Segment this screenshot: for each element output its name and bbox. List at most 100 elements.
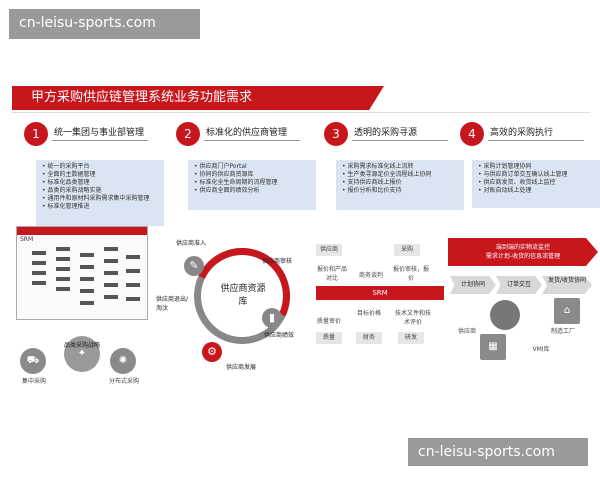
- bullet-list: 采购需求标准化线上流转 生产类寻源定价全流程线上协同 支持供应商线上报价 报价分…: [336, 160, 464, 210]
- develop-icon: ⚙: [202, 342, 222, 362]
- bullet-item: 生产类寻源定价全流程线上协同: [342, 171, 458, 179]
- srm-tree: [32, 247, 142, 313]
- supplier-box: 供应商: [316, 244, 342, 256]
- section-rule: [52, 140, 148, 141]
- flow-arrow: 端到端的实物流监控 需求计划-收货的信息流管理: [448, 238, 598, 266]
- tree-node: [126, 297, 140, 301]
- section-number: 3: [324, 122, 348, 146]
- section-title: 透明的采购寻源: [354, 128, 418, 138]
- bullet-item: 供应商发货、收货线上监控: [478, 179, 594, 187]
- tree-node: [80, 301, 94, 305]
- tree-node: [32, 251, 46, 255]
- globe-icon: [490, 300, 520, 330]
- bullet-item: 标准化全生命周期的流程管理: [194, 179, 310, 187]
- cycle-exit-label: 供应商退出/淘汰: [156, 296, 189, 312]
- network-icon: ✺: [110, 348, 136, 374]
- section-number: 4: [460, 122, 484, 146]
- tree-node: [126, 269, 140, 273]
- building-icon: ▦: [480, 334, 506, 360]
- quality-price-label: 质量审价: [316, 318, 341, 325]
- step-delivery: 发货/收货协同: [542, 276, 592, 294]
- quote-review-label: 报价审核，报价: [392, 266, 429, 282]
- bullet-item: 供应商全面的绩效分析: [194, 187, 310, 195]
- bullet-list: 采购计划管理协同 与供应商订单交互确认线上管理 供应商发货、收货线上监控 对账自…: [472, 160, 600, 208]
- srm-label: SRM: [20, 236, 34, 243]
- bullet-item: 标准化管理推进: [42, 203, 158, 211]
- tree-node: [80, 277, 94, 281]
- step-order: 订单交互: [496, 276, 542, 294]
- bullet-item: 全面的主数据管理: [42, 171, 158, 179]
- performance-icon: ▮: [262, 308, 282, 328]
- watermark-bottom: cn-leisu-sports.com: [408, 438, 588, 466]
- section-rule: [204, 140, 300, 141]
- strategy-label: 品类采购战略: [63, 342, 100, 349]
- section-title: 标准化的供应商管理: [206, 128, 288, 138]
- entry-icon: ✎: [184, 256, 204, 276]
- page-title-banner: 甲方采购供应链管理系统业务功能需求: [12, 86, 384, 110]
- tree-node: [80, 289, 94, 293]
- cycle-develop-label: 供应商发展: [226, 364, 257, 371]
- tree-node: [104, 259, 118, 263]
- tree-node: [104, 247, 118, 251]
- factory-icon: ⌂: [554, 298, 580, 324]
- section-title: 高效的采购执行: [490, 128, 554, 138]
- tree-node: [56, 267, 70, 271]
- bullet-item: 采购计划管理协同: [478, 163, 594, 171]
- bullet-item: 供应商门户Portal: [194, 163, 310, 171]
- step-plan: 计划协同: [450, 276, 496, 294]
- tree-node: [80, 253, 94, 257]
- bullet-list: 统一的采购平台 全面的主数据管理 标准化品类管理 品类的采购战略实施 通用件和原…: [36, 160, 164, 226]
- tree-node: [32, 271, 46, 275]
- section-number: 2: [176, 122, 200, 146]
- tree-node: [56, 287, 70, 291]
- bullet-item: 报价分析和比价支持: [342, 187, 458, 195]
- bullet-item: 通用件和原材料采购需求集中采购管理: [42, 195, 158, 203]
- section-number: 1: [24, 122, 48, 146]
- bidding-label: 报价和产品对比: [316, 266, 347, 282]
- factory-label: 制造工厂: [550, 328, 575, 335]
- tree-node: [104, 283, 118, 287]
- section-rule: [488, 140, 584, 141]
- tree-node: [56, 247, 70, 251]
- page-title: 甲方采购供应链管理系统业务功能需求: [31, 90, 253, 105]
- bullet-item: 品类的采购战略实施: [42, 187, 158, 195]
- cycle-entry-label: 供应商准入: [176, 240, 207, 247]
- section-title: 统一集团与事业部管理: [54, 128, 145, 138]
- strategy-icon: ✦: [64, 336, 100, 372]
- cart-icon: ⛟: [20, 348, 46, 374]
- tree-node: [126, 283, 140, 287]
- cycle-perf-label: 供应商绩效: [264, 332, 295, 339]
- watermark-top: cn-leisu-sports.com: [9, 9, 200, 39]
- title-divider: [12, 112, 590, 113]
- bullet-item: 标准化品类管理: [42, 179, 158, 187]
- rd-box: 研发: [398, 332, 424, 344]
- bullet-item: 对账自动线上处理: [478, 187, 594, 195]
- tree-node: [104, 295, 118, 299]
- tree-node: [80, 265, 94, 269]
- srm-screenshot: SRM: [16, 226, 148, 320]
- cycle-review-label: 供应商审核: [262, 258, 293, 265]
- bullet-item: 采购需求标准化线上流转: [342, 163, 458, 171]
- purchase-box: 采购: [394, 244, 420, 256]
- negotiate-label: 商务谈判: [358, 272, 383, 279]
- srm-header-bar: [17, 227, 147, 235]
- lifecycle-ring: [194, 248, 290, 344]
- bullet-item: 与供应商订单交互确认线上管理: [478, 171, 594, 179]
- arrow-line-1: 端到端的实物流监控: [495, 244, 550, 251]
- bullet-item: 统一的采购平台: [42, 163, 158, 171]
- bullet-item: 支持供应商线上报价: [342, 179, 458, 187]
- tree-node: [104, 271, 118, 275]
- section-rule: [352, 140, 448, 141]
- tree-node: [126, 255, 140, 259]
- supplier-label: 供应商: [457, 328, 476, 335]
- central-label: 集中采购: [21, 378, 46, 385]
- srm-bar: SRM: [316, 286, 444, 300]
- tree-node: [56, 277, 70, 281]
- tree-node: [32, 261, 46, 265]
- bullet-list: 供应商门户Portal 协同的供应商资源库 标准化全生命周期的流程管理 供应商全…: [188, 160, 316, 210]
- finance-box: 财务: [356, 332, 382, 344]
- price-eval-label: 目标价格: [356, 310, 381, 317]
- distributed-label: 分布式采购: [108, 378, 139, 385]
- tech-label: 技术文件和技术评价: [394, 310, 431, 326]
- vmi-label: VMI库: [532, 346, 550, 353]
